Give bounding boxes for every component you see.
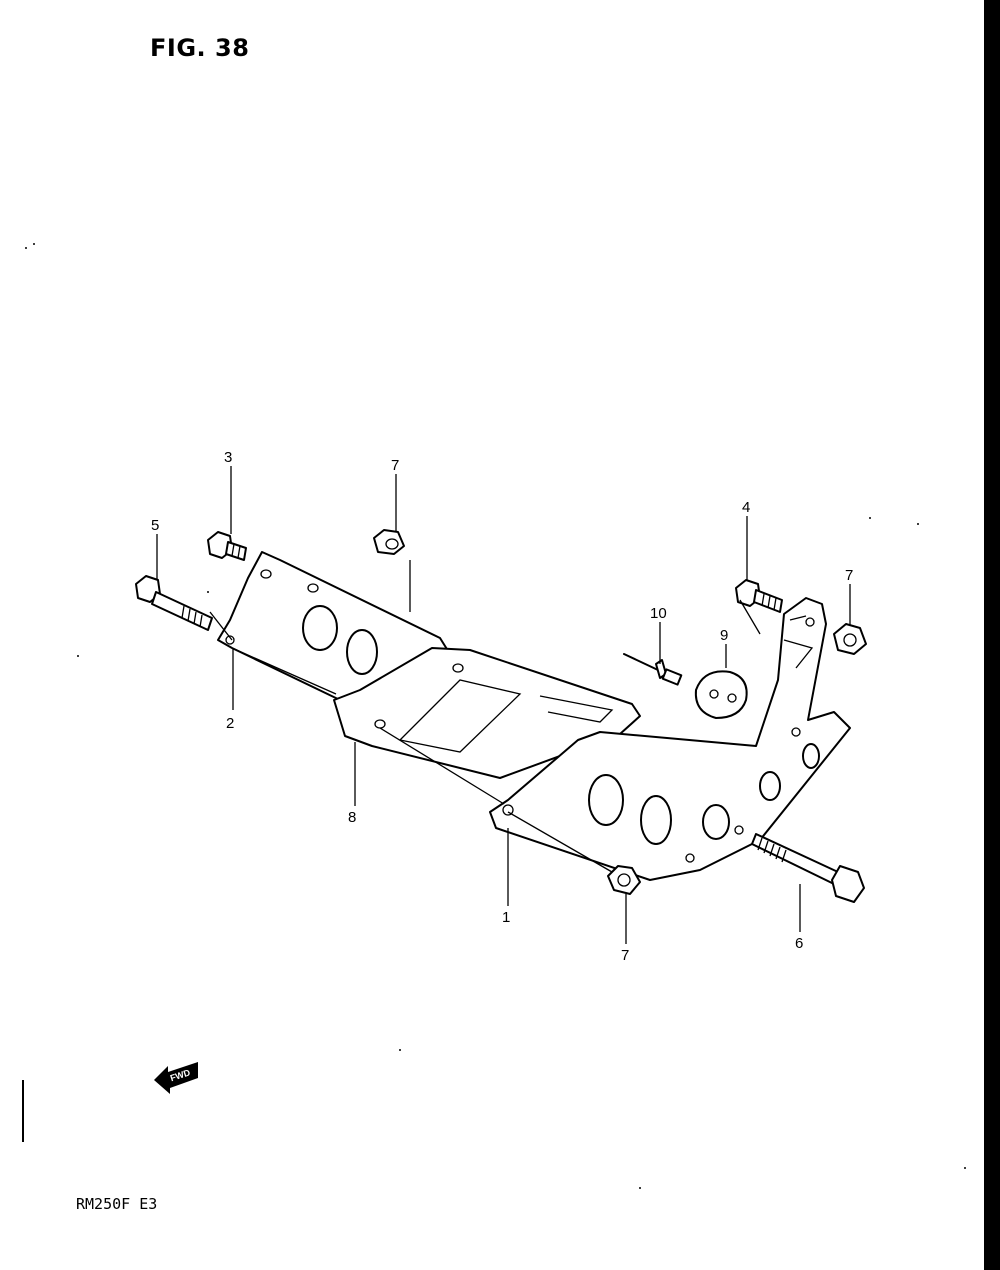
callout-2: 2 (226, 715, 234, 732)
front-main-bracket (489, 597, 851, 881)
callout-8: 8 (348, 809, 356, 826)
callout-6: 6 (795, 935, 803, 952)
scan-edge (984, 0, 1000, 1270)
fwd-arrow-icon: FWD (154, 1062, 198, 1094)
model-code: RM250F E3 (76, 1195, 158, 1213)
center-cross-brace (333, 647, 641, 779)
clip-pin-10 (623, 653, 683, 686)
rear-bracket-plate (217, 551, 456, 701)
callout-7-top: 7 (391, 457, 399, 474)
callout-9: 9 (720, 627, 728, 644)
callout-10: 10 (650, 605, 667, 622)
leader-lines (156, 466, 851, 944)
flange-nut-7-top (373, 529, 405, 555)
callout-labels: 3 7 5 2 8 1 7 4 10 9 7 6 (151, 449, 853, 964)
callout-1: 1 (502, 909, 510, 926)
rubber-grommet-9 (694, 670, 748, 719)
long-bolt-6 (751, 833, 865, 903)
callout-5: 5 (151, 517, 159, 534)
callout-3: 3 (224, 449, 232, 466)
scan-specks (25, 243, 966, 1189)
callout-7-right: 7 (845, 567, 853, 584)
short-bolt-4 (735, 579, 783, 613)
figure-title: FIG. 38 (150, 34, 250, 62)
long-bolt-5 (135, 575, 213, 631)
flange-nut-7-bottom (607, 865, 641, 895)
scan-mark (22, 1080, 24, 1142)
callout-4: 4 (742, 499, 750, 516)
assembly-lines (209, 560, 807, 873)
short-bolt-3 (207, 531, 247, 561)
flange-nut-7-right (833, 623, 867, 655)
callout-7-bottom: 7 (621, 947, 629, 964)
